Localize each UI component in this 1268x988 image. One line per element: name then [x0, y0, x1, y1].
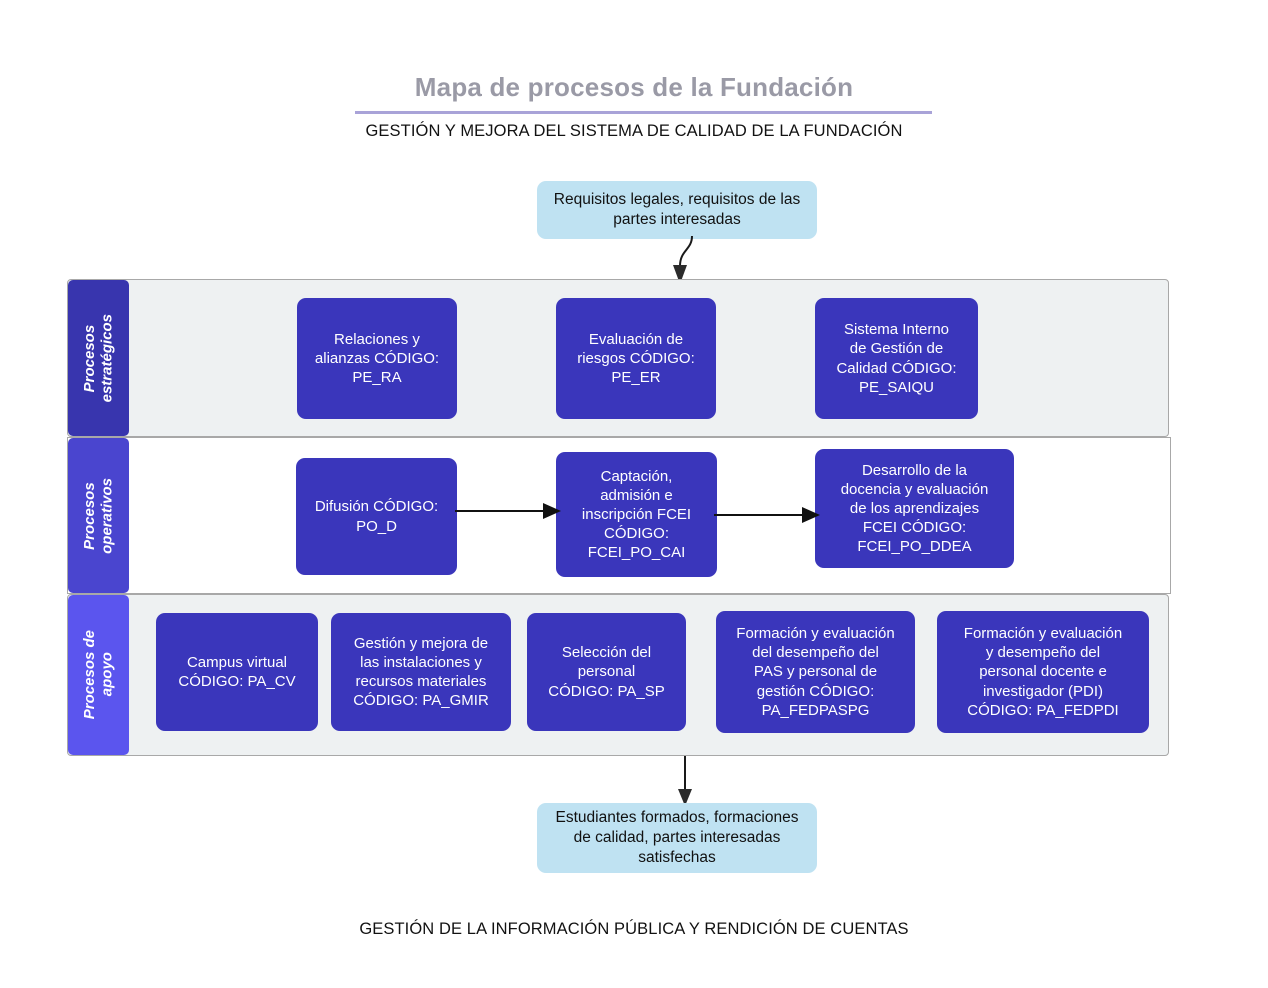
arrow-po-d-to-cai: [455, 503, 561, 519]
top-band-label: GESTIÓN Y MEJORA DEL SISTEMA DE CALIDAD …: [365, 122, 903, 140]
process-box-pa-sp[interactable]: Selección del personal CÓDIGO: PA_SP: [527, 613, 686, 731]
lane-label-operative-text: Procesos operativos: [80, 477, 116, 554]
process-box-pa-fedpdi[interactable]: Formación y evaluación y desempeño del p…: [937, 611, 1149, 733]
bottom-band-label: GESTIÓN DE LA INFORMACIÓN PÚBLICA Y REND…: [359, 920, 909, 938]
process-box-fcei-po-ddea[interactable]: Desarrollo de la docencia y evaluación d…: [815, 449, 1014, 568]
process-box-pe-er[interactable]: Evaluación de riesgos CÓDIGO: PE_ER: [556, 298, 716, 419]
process-box-pa-fedpaspg[interactable]: Formación y evaluación del desempeño del…: [716, 611, 915, 733]
page-title: Mapa de procesos de la Fundación: [414, 72, 854, 102]
process-box-pe-saiqu[interactable]: Sistema Interno de Gestión de Calidad CÓ…: [815, 298, 978, 419]
lane-label-operative: Procesos operativos: [68, 438, 129, 593]
process-box-pa-gmir[interactable]: Gestión y mejora de las instalaciones y …: [331, 613, 511, 731]
process-box-pe-ra[interactable]: Relaciones y alianzas CÓDIGO: PE_RA: [297, 298, 457, 419]
input-requirements-box: Requisitos legales, requisitos de las pa…: [537, 181, 817, 239]
lane-label-support: Procesos de apoyo: [68, 595, 129, 755]
lane-label-strategic-text: Procesos estratégicos: [80, 313, 116, 403]
output-results-box: Estudiantes formados, formaciones de cal…: [537, 803, 817, 873]
lane-label-support-text: Procesos de apoyo: [80, 630, 116, 720]
process-box-pa-cv[interactable]: Campus virtual CÓDIGO: PA_CV: [156, 613, 318, 731]
process-box-po-d[interactable]: Difusión CÓDIGO: PO_D: [296, 458, 457, 575]
arrow-input-to-strategic: [673, 235, 693, 284]
title-divider: [355, 111, 932, 114]
lane-label-strategic: Procesos estratégicos: [68, 280, 129, 436]
arrow-cai-to-ddea: [714, 507, 820, 523]
arrow-support-to-output: [678, 756, 692, 806]
process-box-fcei-po-cai[interactable]: Captación, admisión e inscripción FCEI C…: [556, 452, 717, 577]
